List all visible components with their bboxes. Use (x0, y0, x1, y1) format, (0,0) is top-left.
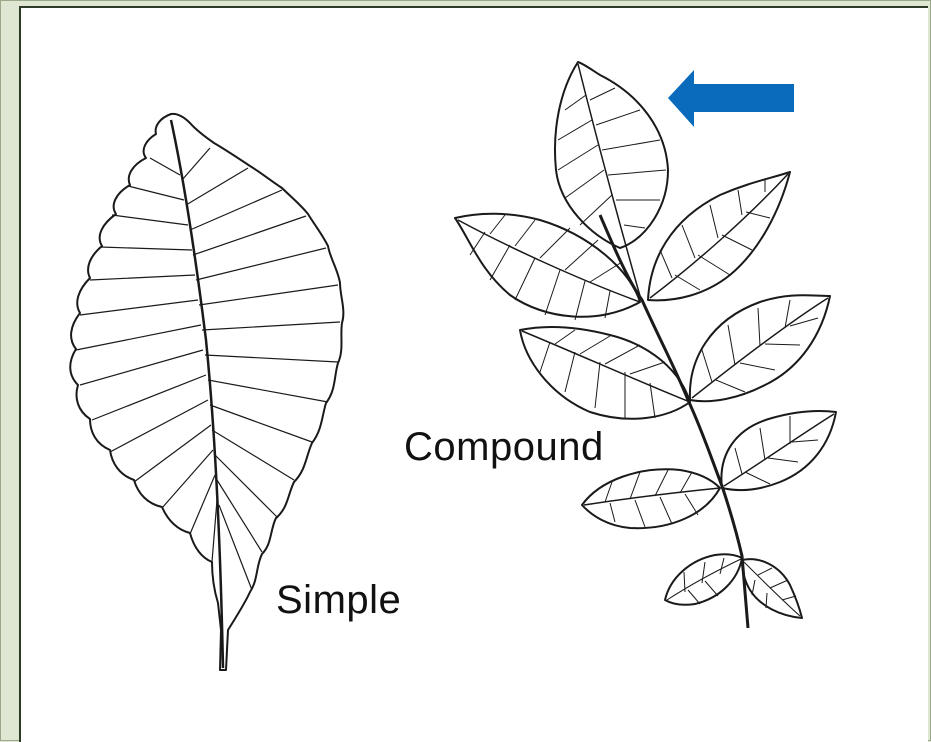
leaflet-left-3-midrib (584, 488, 720, 505)
compound-leaf (455, 62, 836, 628)
leaflet-left-2-veins (540, 330, 665, 418)
leaflet-bottom-left (665, 554, 742, 605)
simple-leaf-midrib (171, 120, 223, 668)
leaflet-left-1 (455, 214, 640, 317)
compound-label: Compound (404, 425, 604, 470)
leaflet-right-3-veins (735, 416, 818, 484)
leaflet-right-1 (648, 172, 790, 300)
leaflet-terminal-midrib (578, 64, 640, 296)
leaflet-left-1-veins (470, 215, 622, 320)
simple-label: Simple (276, 578, 401, 623)
left-arrow-icon (668, 70, 794, 127)
leaflet-left-3 (582, 469, 720, 528)
leaflet-terminal-veins (558, 88, 666, 228)
leaflet-right-3-midrib (724, 414, 834, 486)
leaflet-left-2-midrib (522, 331, 690, 402)
leaflet-right-2-veins (702, 300, 818, 392)
leaflet-bottom-left-veins (667, 558, 741, 604)
